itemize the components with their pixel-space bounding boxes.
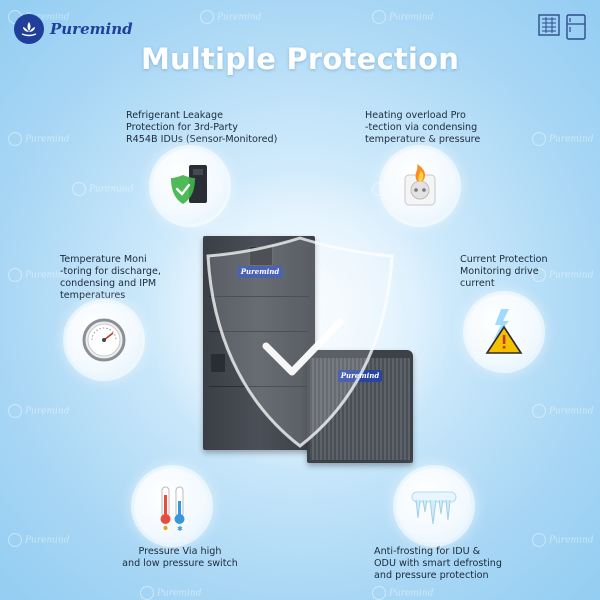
panel-seam	[209, 296, 309, 297]
watermark: Puremind	[372, 10, 433, 24]
feature-circle-temperature	[66, 302, 142, 378]
feature-label-current-protection: Current Protection Monitoring drive curr…	[460, 254, 548, 289]
watermark: Puremind	[8, 404, 69, 418]
refrigerant-leak-shield-icon	[171, 165, 207, 204]
feature-label-refrigerant-leakage: Refrigerant Leakage Protection for 3rd-P…	[126, 110, 278, 145]
watermark: Puremind	[8, 268, 69, 282]
panel-seam	[209, 331, 309, 332]
feature-label-anti-frosting: Anti-frosting for IDU & ODU with smart d…	[374, 546, 502, 581]
lightning-warning-icon	[485, 309, 523, 354]
feature-circle-antifrost	[396, 468, 472, 544]
lotus-logo-icon	[14, 14, 44, 44]
watermark: Puremind	[532, 533, 593, 547]
watermark: Puremind	[200, 10, 261, 24]
access-panel	[211, 354, 225, 372]
feature-label-pressure-switch: Pressure Via high and low pressure switc…	[122, 546, 238, 569]
air-handler-unit: Puremind	[203, 236, 315, 450]
icicles-icon	[411, 491, 457, 525]
watermark: Puremind	[72, 182, 133, 196]
brand-logo: Puremind	[14, 14, 133, 44]
watermark: Puremind	[8, 132, 69, 146]
svg-text:✱: ✱	[177, 525, 183, 531]
watermark: Puremind	[532, 404, 593, 418]
feature-label-heating-overload: Heating overload Pro -tection via conden…	[365, 110, 481, 145]
watermark: Puremind	[532, 132, 593, 146]
top-right-icons	[538, 14, 586, 40]
temperature-gauge-icon	[82, 318, 126, 362]
panel-seam	[209, 386, 309, 387]
refrigerator-icon	[566, 14, 586, 40]
watermark: Puremind	[8, 533, 69, 547]
overheat-plug-icon	[404, 164, 436, 206]
page-title: Multiple Protection	[140, 42, 460, 76]
feature-circle-pressure: ✱	[134, 468, 210, 544]
watermark: Puremind	[140, 586, 201, 600]
feature-circle-heating	[382, 148, 458, 224]
watermark: Puremind	[8, 10, 69, 24]
thermometers-icon: ✱	[160, 486, 185, 531]
watermark: Puremind	[372, 586, 433, 600]
brand-name: Puremind	[50, 20, 133, 38]
feature-circle-refrigerant	[152, 148, 228, 224]
unit-badge: Puremind	[237, 266, 283, 278]
air-handler-grid-icon	[538, 14, 560, 36]
feature-label-temperature-monitoring: Temperature Moni -toring for discharge, …	[60, 254, 161, 301]
watermark: Puremind	[532, 268, 593, 282]
feature-circle-current	[466, 294, 542, 370]
